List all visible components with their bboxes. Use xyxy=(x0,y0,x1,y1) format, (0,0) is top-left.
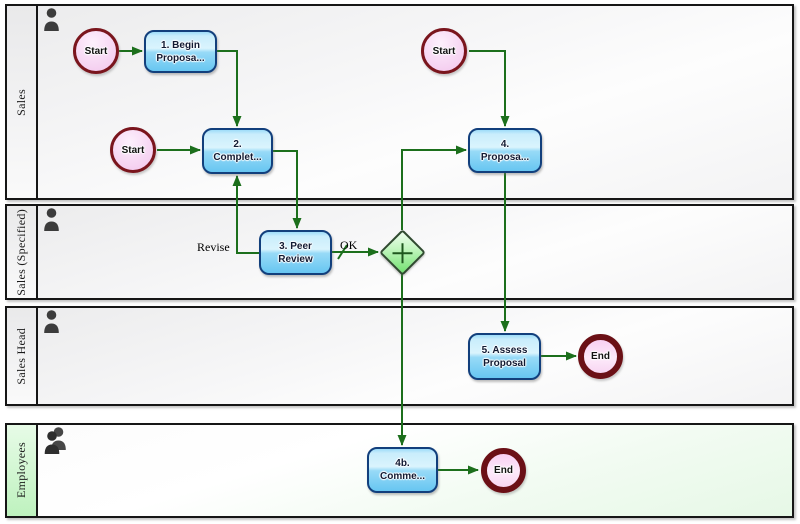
end-event-1-label: End xyxy=(591,351,610,362)
lane-sales-specified: Sales (Specified) xyxy=(5,204,794,300)
parallel-gateway[interactable] xyxy=(379,229,426,276)
task-2-label-line1: 2. xyxy=(233,139,242,150)
edge-start3-to-task4 xyxy=(469,50,510,127)
task-4-label-line2: Proposa... xyxy=(480,151,530,163)
task-4b-label-line2: Comme... xyxy=(379,471,425,482)
edge-task2-to-task3 xyxy=(273,150,302,229)
end-event-2[interactable]: End xyxy=(481,448,526,493)
lane-sales-specified-label-strip: Sales (Specified) xyxy=(7,206,38,298)
edge-gateway-to-task4 xyxy=(401,145,467,230)
task-5-assess-proposal[interactable]: 5. Assess Proposal xyxy=(468,333,541,380)
edge-label-ok: OK xyxy=(340,238,358,252)
task-4b-comment[interactable]: 4b. Comme... xyxy=(367,447,438,493)
edge-task1-to-task2 xyxy=(217,50,242,127)
default-flow-marker xyxy=(337,244,348,260)
person-icon xyxy=(43,8,60,36)
end-event-1[interactable]: End xyxy=(578,334,623,379)
lane-employees-label-strip: Employees xyxy=(7,425,38,516)
task-5-label-line1: 5. Assess xyxy=(481,344,528,356)
task-1-label-line1: 1. Begin xyxy=(161,39,200,51)
task-3-peer-review[interactable]: 3. Peer Review xyxy=(259,230,332,275)
edge-label-revise: Revise xyxy=(197,240,230,254)
start-event-1[interactable]: Start xyxy=(73,28,119,74)
task-4-proposal[interactable]: 4. Proposa... xyxy=(468,128,542,173)
end-event-2-label: End xyxy=(494,465,513,476)
lane-sales-head-body xyxy=(38,308,792,404)
lane-sales-head: Sales Head xyxy=(5,306,794,406)
start-event-2[interactable]: Start xyxy=(110,127,156,173)
person-icon xyxy=(43,208,60,236)
task-1-begin-proposal[interactable]: 1. Begin Proposa... xyxy=(144,30,217,73)
lane-sales-head-label-strip: Sales Head xyxy=(7,308,38,404)
task-1-label-line2: Proposa... xyxy=(156,52,205,64)
start-event-1-label: Start xyxy=(84,45,108,57)
start-event-3-label: Start xyxy=(432,45,456,57)
plus-icon xyxy=(390,240,416,266)
person-icon xyxy=(43,310,60,338)
task-2-complete[interactable]: 2. Complet... xyxy=(202,128,273,174)
task-5-label-line2: Proposal xyxy=(483,357,526,369)
task-4-label-line1: 4. xyxy=(500,138,510,150)
task-2-label-line2: Complet... xyxy=(213,152,262,163)
task-4b-label-line1: 4b. xyxy=(395,458,410,469)
lane-sales-label-strip: Sales xyxy=(7,6,38,198)
task-3-label-line1: 3. Peer xyxy=(279,240,312,252)
people-icon xyxy=(43,427,68,459)
start-event-2-label: Start xyxy=(121,144,145,156)
start-event-3[interactable]: Start xyxy=(421,28,467,74)
task-3-label-line2: Review xyxy=(278,253,313,265)
edge-task3-revise-to-task2 xyxy=(232,175,259,254)
